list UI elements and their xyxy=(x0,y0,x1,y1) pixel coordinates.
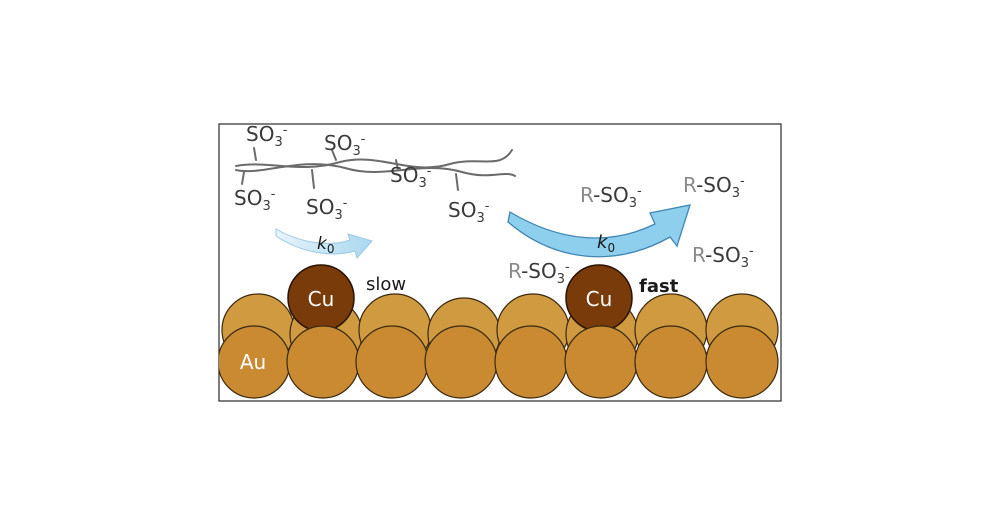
slow-label: slow xyxy=(366,274,406,295)
fast-rate-arrow xyxy=(507,204,691,258)
polymer-strand xyxy=(235,163,516,177)
slow-rate-constant: k0 xyxy=(317,234,335,256)
r-sulfonate-label: R-SO3- xyxy=(692,243,754,271)
free-sulfonate-groups: R-SO3- R-SO3- R-SO3- R-SO3- xyxy=(508,173,754,287)
gold-atom xyxy=(634,325,708,399)
gold-label: Au xyxy=(240,350,266,374)
copper-label-slow: Cu xyxy=(308,287,335,311)
slow-rate-arrow xyxy=(275,228,373,260)
sulfonate-label: SO3- xyxy=(246,122,288,150)
gold-atom xyxy=(286,325,360,399)
polymer-side-bond xyxy=(241,171,245,185)
r-sulfonate-label: R-SO3- xyxy=(683,173,745,201)
polymer-sulfonate-groups: SO3- SO3- SO3- SO3- SO3- SO3- xyxy=(234,122,490,226)
r-sulfonate-label: R-SO3- xyxy=(508,259,570,287)
polymer-side-bond xyxy=(455,173,459,191)
polymer-side-bond xyxy=(331,149,337,161)
gold-atom xyxy=(564,325,638,399)
gold-surface-front-row xyxy=(219,325,779,399)
gold-atom xyxy=(494,325,568,399)
gold-atom xyxy=(705,325,779,399)
sulfonate-label: SO3- xyxy=(306,195,348,223)
gold-atom xyxy=(355,325,429,399)
gold-atom xyxy=(424,325,498,399)
copper-label-fast: Cu xyxy=(586,287,613,311)
polymer-side-bond xyxy=(253,147,257,161)
polymer-side-bond xyxy=(311,169,315,189)
sulfonate-label: SO3- xyxy=(324,131,366,159)
fast-label: fast xyxy=(639,276,679,297)
fast-rate-constant: k0 xyxy=(597,232,615,255)
sulfonate-label: SO3- xyxy=(448,198,490,226)
polymer-chain xyxy=(235,147,516,191)
polymer-side-bond xyxy=(395,159,399,171)
sulfonate-label: SO3- xyxy=(390,163,432,191)
sulfonate-label: SO3- xyxy=(234,186,276,214)
r-sulfonate-label: R-SO3- xyxy=(580,183,642,211)
